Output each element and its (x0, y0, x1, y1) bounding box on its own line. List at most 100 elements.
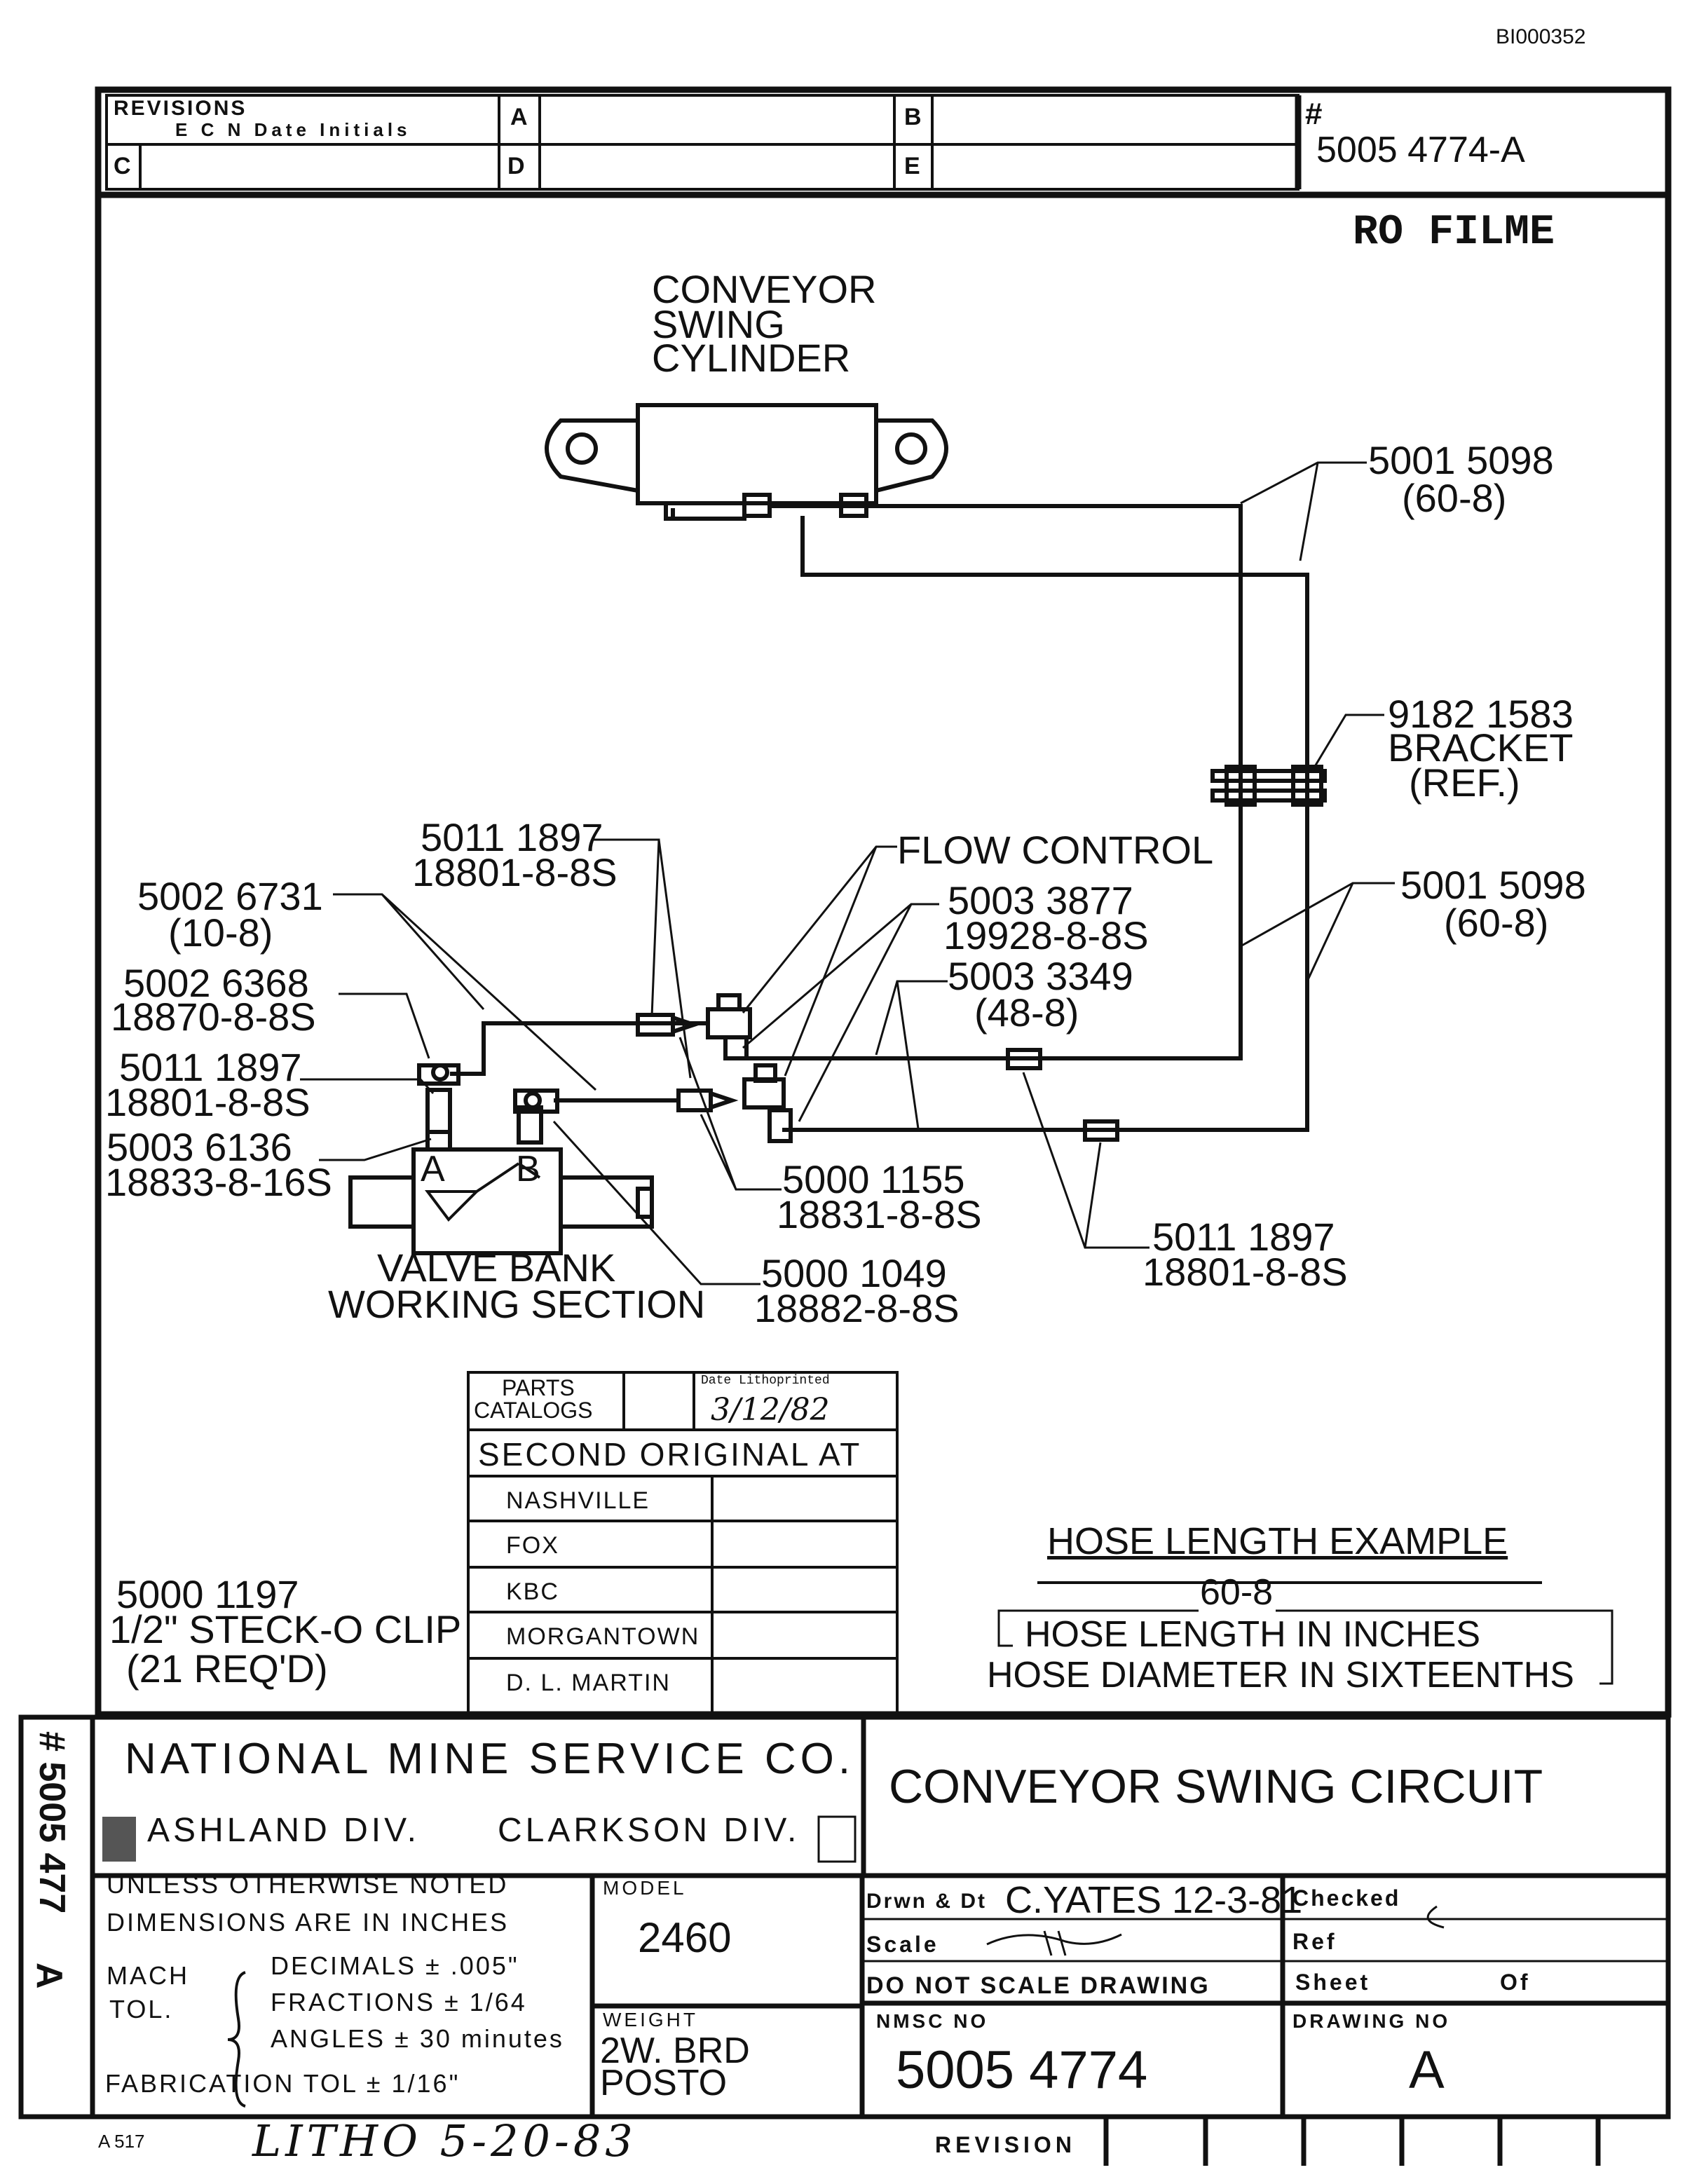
notes-line-1: UNLESS OTHERWISE NOTED (107, 1870, 509, 1899)
model-label: MODEL (603, 1877, 687, 1899)
callout-bottom-part: 5011 1897 (1152, 1215, 1335, 1259)
notes-mach: MACH (107, 1961, 189, 1990)
callout-hose-mid-part: 5001 5098 (1400, 863, 1586, 907)
callout-hose-48-size: (48-8) (974, 990, 1079, 1035)
catalog-row-morgantown: MORGANTOWN (506, 1623, 700, 1650)
callout-hose-48-part: 5003 3349 (948, 954, 1133, 998)
top-drawing-number: 5005 4774-A (1316, 130, 1525, 170)
valve-bank-label-2: WORKING SECTION (328, 1282, 706, 1326)
callout-bottom-code: 18801-8-8S (1142, 1250, 1348, 1294)
number-sign: # (1305, 97, 1323, 131)
clip-note-desc: 1/2" STECK-O CLIP (109, 1607, 462, 1651)
callout-1049-code: 18882-8-8S (754, 1286, 960, 1330)
do-not-scale: DO NOT SCALE DRAWING (866, 1972, 1210, 1999)
weight-label: WEIGHT (603, 2009, 698, 2031)
catalog-row-nashville: NASHVILLE (506, 1487, 650, 1514)
rev-cell-b: B (904, 104, 922, 130)
callout-bracket-part: 9182 1583 (1388, 692, 1574, 736)
sheet-label: Sheet (1295, 1970, 1371, 1995)
cylinder-label-1: CONVEYOR (652, 267, 877, 311)
revisions-subtitle: E C N Date Initials (175, 119, 411, 140)
callout-fc-fitting-part: 5003 3877 (948, 878, 1133, 922)
corner-id: BI000352 (1496, 25, 1586, 48)
drawing-no-label: DRAWING NO (1292, 2010, 1451, 2032)
callout-elbow-a-code: 18870-8-8S (111, 995, 316, 1039)
port-a-label: A (421, 1149, 445, 1189)
callout-bracket-name: BRACKET (1388, 725, 1574, 770)
side-drawing-number: # 5005 477 (32, 1731, 72, 1914)
tol-decimals: DECIMALS ± .005" (271, 1951, 519, 1980)
notes-line-2: DIMENSIONS ARE IN INCHES (107, 1908, 510, 1937)
weight-value-1: 2W. BRD (600, 2031, 750, 2071)
tol-fractions: FRACTIONS ± 1/64 (271, 1988, 527, 2016)
second-original-title: SECOND ORIGINAL AT (478, 1436, 862, 1473)
callout-hose-short-part: 5002 6731 (137, 874, 323, 918)
rev-cell-a: A (510, 104, 528, 130)
hose-example-line1: HOSE LENGTH IN INCHES (1025, 1614, 1481, 1655)
revisions-title: REVISIONS (114, 97, 247, 120)
callout-fitting-a-code: 18801-8-8S (105, 1080, 311, 1124)
catalog-header: PARTS (502, 1375, 575, 1400)
weight-value-2: POSTO (600, 2063, 728, 2103)
microfilm-stamp: RO FILME (1353, 209, 1555, 257)
valve-bank-label-1: VALVE BANK (377, 1245, 616, 1290)
catalog-header-2: CATALOGS (474, 1398, 593, 1423)
rev-cell-c: C (114, 153, 131, 179)
callout-fitting-top-left-code: 18801-8-8S (412, 850, 618, 894)
hose-example-code: 60-8 (1200, 1572, 1274, 1613)
port-b-label: B (516, 1149, 540, 1189)
callout-fc-fitting-code: 19928-8-8S (943, 913, 1149, 957)
scale-label: Scale (866, 1932, 939, 1957)
cylinder-label-2: SWING (652, 302, 785, 346)
hose-example-title: HOSE LENGTH EXAMPLE (1047, 1520, 1508, 1562)
callout-adapter-a-code: 18833-8-16S (105, 1160, 332, 1204)
ref-label: Ref (1292, 1929, 1337, 1954)
flow-control-label: FLOW CONTROL (897, 828, 1214, 872)
revision-label: REVISION (935, 2132, 1076, 2157)
callout-fitting-a-part: 5011 1897 (119, 1045, 302, 1089)
catalog-date-label: Date Lithoprinted (701, 1374, 830, 1388)
callout-adapter-a-part: 5003 6136 (107, 1125, 292, 1169)
litho-stamp: LITHO 5-20-83 (252, 2115, 637, 2166)
clip-note-part: 5000 1197 (116, 1572, 299, 1616)
drawn-label: Drwn & Dt (866, 1890, 987, 1913)
callout-1155-part: 5000 1155 (782, 1157, 965, 1201)
nmsc-label: NMSC NO (876, 2010, 989, 2032)
division-clarkson: CLARKSON DIV. (498, 1812, 800, 1849)
callout-hose-top-size: (60-8) (1402, 476, 1507, 520)
nmsc-value: 5005 4774 (896, 2040, 1148, 2100)
model-value: 2460 (638, 1914, 732, 1961)
catalog-date-value: 3/12/82 (711, 1392, 830, 1428)
cylinder-body (636, 403, 878, 505)
callout-1155-code: 18831-8-8S (777, 1192, 982, 1236)
catalog-row-dl-martin: D. L. MARTIN (506, 1670, 671, 1696)
callout-1049-part: 5000 1049 (761, 1251, 947, 1295)
callout-hose-short-size: (10-8) (168, 910, 273, 955)
catalog-row-kbc: KBC (506, 1578, 559, 1605)
clip-note-qty: (21 REQ'D) (126, 1646, 328, 1691)
cylinder-label-3: CYLINDER (652, 336, 851, 380)
title-block-frame (18, 1714, 1671, 2120)
tol-angles: ANGLES ± 30 minutes (271, 2024, 564, 2053)
division-ashland: ASHLAND DIV. (147, 1812, 421, 1849)
catalog-row-fox: FOX (506, 1532, 559, 1559)
drawing-no-value: A (1409, 2040, 1445, 2100)
notes-tol: TOL. (109, 1995, 174, 2023)
drawing-title: CONVEYOR SWING CIRCUIT (889, 1760, 1543, 1813)
callout-fitting-top-left-part: 5011 1897 (421, 815, 603, 859)
callout-elbow-a-part: 5002 6368 (123, 961, 309, 1005)
rev-cell-e: E (904, 153, 920, 179)
callout-bracket-ref: (REF.) (1409, 760, 1520, 805)
rev-cell-d: D (507, 153, 525, 179)
side-drawing-letter: A (29, 1963, 69, 1989)
company-name: NATIONAL MINE SERVICE CO. (125, 1735, 855, 1783)
hose-example-line2: HOSE DIAMETER IN SIXTEENTHS (987, 1655, 1574, 1695)
callout-hose-mid-size: (60-8) (1444, 901, 1549, 945)
of-label: Of (1500, 1970, 1531, 1995)
callout-hose-top-part: 5001 5098 (1368, 438, 1554, 482)
checked-label: Checked (1292, 1885, 1401, 1911)
footer-code: A 517 (98, 2131, 145, 2152)
tol-fabrication: FABRICATION TOL ± 1/16" (105, 2069, 461, 2098)
drawn-value: C.YATES 12-3-81 (1005, 1879, 1303, 1921)
